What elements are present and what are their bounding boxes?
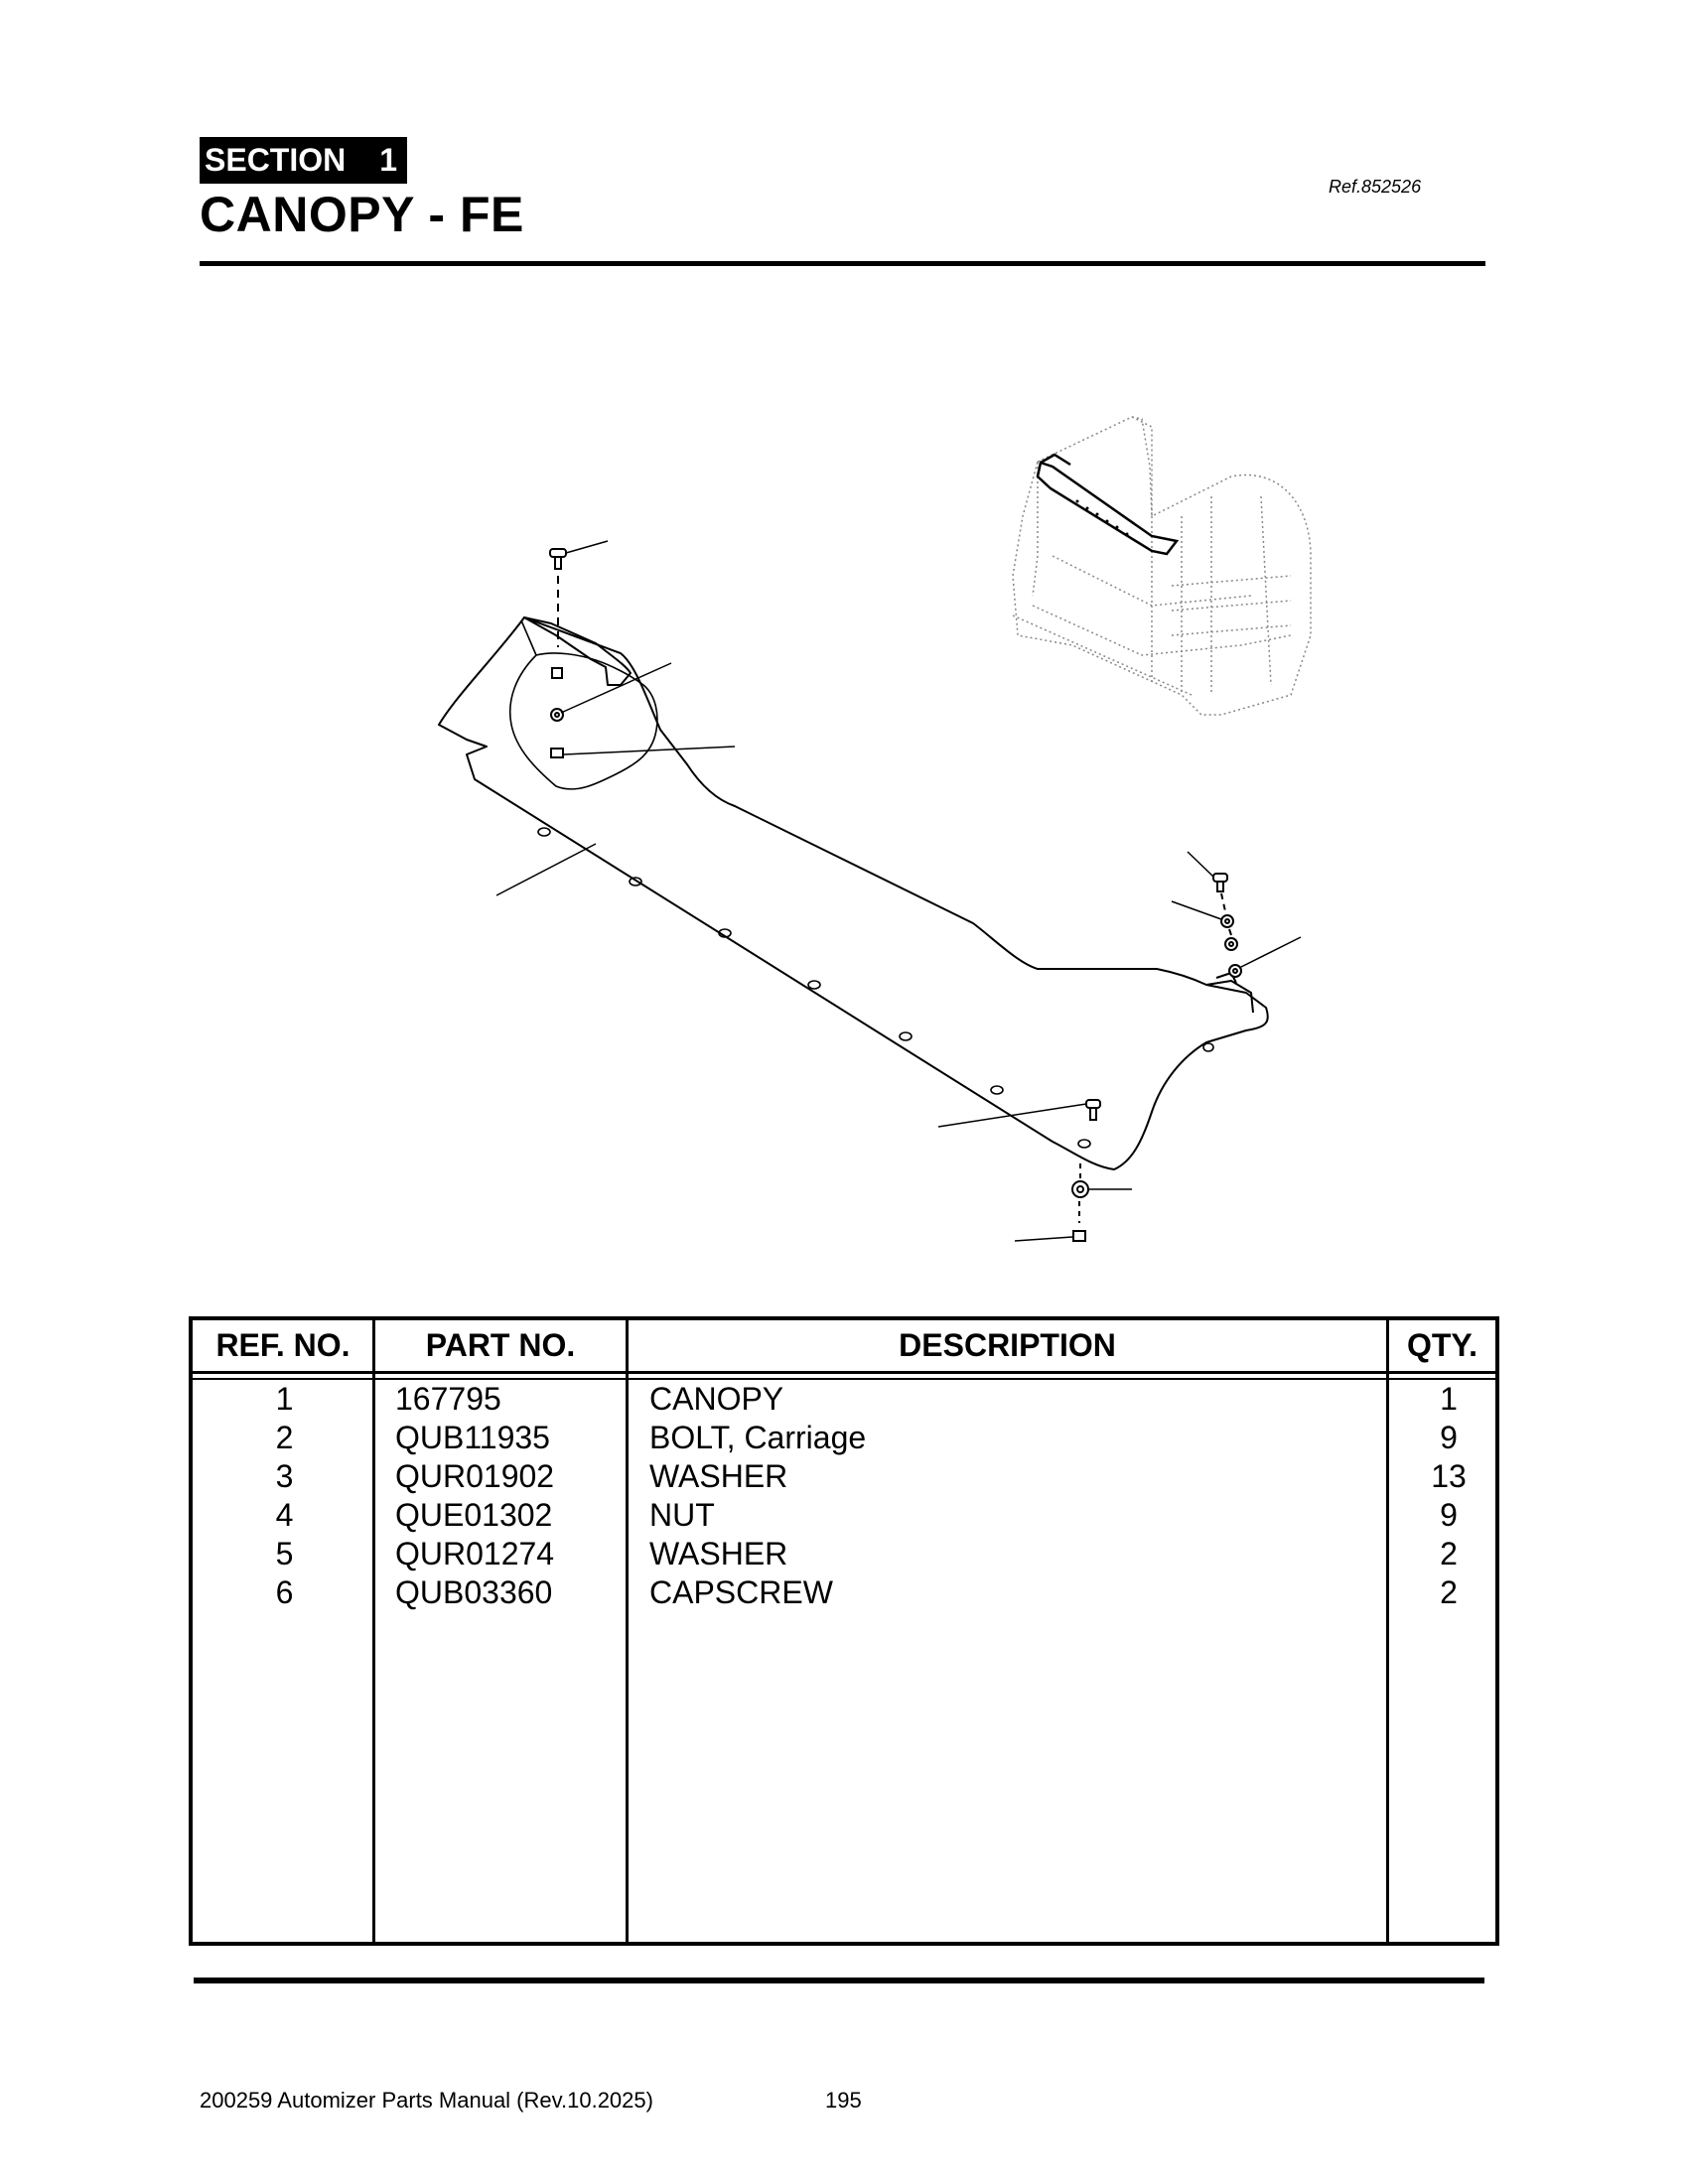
table-row: 4 QUE01302 NUT 9 [193,1496,1495,1535]
ref-no-cell: 4 [275,1497,294,1533]
leader-line [560,662,672,714]
leader-line [1187,851,1214,878]
leader-line [565,540,609,554]
carriage-bolt-shank [554,556,562,570]
canopy-exploded-diagram [438,416,1312,1242]
leader-line [1014,1236,1073,1242]
page-number: 195 [825,2088,862,2113]
header-rule [193,1371,1495,1374]
slot-hole [899,1031,913,1041]
ref-no-cell: 6 [275,1574,294,1610]
section-number: 1 [379,142,398,178]
header-description: DESCRIPTION [899,1327,1116,1363]
table-body: 1 167795 CANOPY 1 2 QUB11935 BOLT, Carri… [193,1380,1495,1612]
qty-cell: 9 [1440,1497,1458,1533]
slot-hole [807,980,821,990]
header-part-no: PART NO. [425,1327,576,1363]
reference-number: Ref.852526 [1329,177,1422,197]
column-divider [1386,1320,1389,1942]
part-no-cell: QUE01302 [395,1497,553,1533]
table-row: 3 QUR01902 WASHER 13 [193,1457,1495,1496]
part-no-cell: QUB11935 [395,1420,550,1455]
part-no-cell: QUR01274 [395,1536,555,1571]
ref-no-cell: 3 [275,1458,294,1494]
qty-cell: 2 [1440,1574,1458,1610]
parts-table: REF. NO. PART NO. DESCRIPTION QTY. 1 167… [189,1316,1499,1946]
description-cell: CANOPY [649,1381,784,1417]
title-divider [200,261,1485,266]
qty-cell: 2 [1440,1536,1458,1571]
nut [550,748,564,758]
ref-no-cell: 5 [275,1536,294,1571]
part-no-cell: QUB03360 [395,1574,553,1610]
header-rule [193,1378,1495,1380]
ref-no-cell: 1 [275,1381,294,1417]
table-row: 5 QUR01274 WASHER 2 [193,1535,1495,1573]
qty-cell: 1 [1440,1381,1458,1417]
leader-line [563,746,736,755]
description-cell: WASHER [649,1536,788,1571]
table-row: 2 QUB11935 BOLT, Carriage 9 [193,1419,1495,1457]
slot-hole [990,1085,1004,1095]
slot-hole [1202,1042,1214,1052]
slot-hole [1077,1139,1091,1149]
header-qty: QTY. [1406,1327,1478,1363]
section-label: SECTION [205,142,347,178]
column-divider [372,1320,375,1942]
qty-cell: 13 [1431,1458,1467,1494]
footer-divider [194,1978,1484,1983]
table-row: 6 QUB03360 CAPSCREW 2 [193,1573,1495,1612]
slot-hole [629,877,642,887]
table-row: 1 167795 CANOPY 1 [193,1380,1495,1419]
slot-hole [537,827,551,837]
leader-line [1238,936,1302,969]
description-cell: WASHER [649,1458,788,1494]
page-title: CANOPY - FE [200,187,524,242]
column-divider [626,1320,629,1942]
ref-no-cell: 2 [275,1420,294,1455]
carriage-bolt-head [549,548,567,558]
description-cell: NUT [649,1497,715,1533]
leader-line [937,1103,1087,1128]
canopy-panel [438,616,1269,1170]
description-cell: CAPSCREW [649,1574,833,1610]
header-ref-no: REF. NO. [215,1327,351,1363]
description-cell: BOLT, Carriage [649,1420,867,1455]
part-no-cell: QUR01902 [395,1458,555,1494]
section-badge: SECTION 1 [200,137,408,184]
manual-title: 200259 Automizer Parts Manual (Rev.10.20… [200,2088,653,2113]
leader-line [495,843,597,896]
slot-hole [718,928,732,938]
qty-cell: 9 [1440,1420,1458,1455]
leader-line [1171,900,1222,920]
part-no-cell: 167795 [395,1381,501,1417]
nut [1072,1230,1086,1242]
machine-locator-inset [1012,416,1312,716]
